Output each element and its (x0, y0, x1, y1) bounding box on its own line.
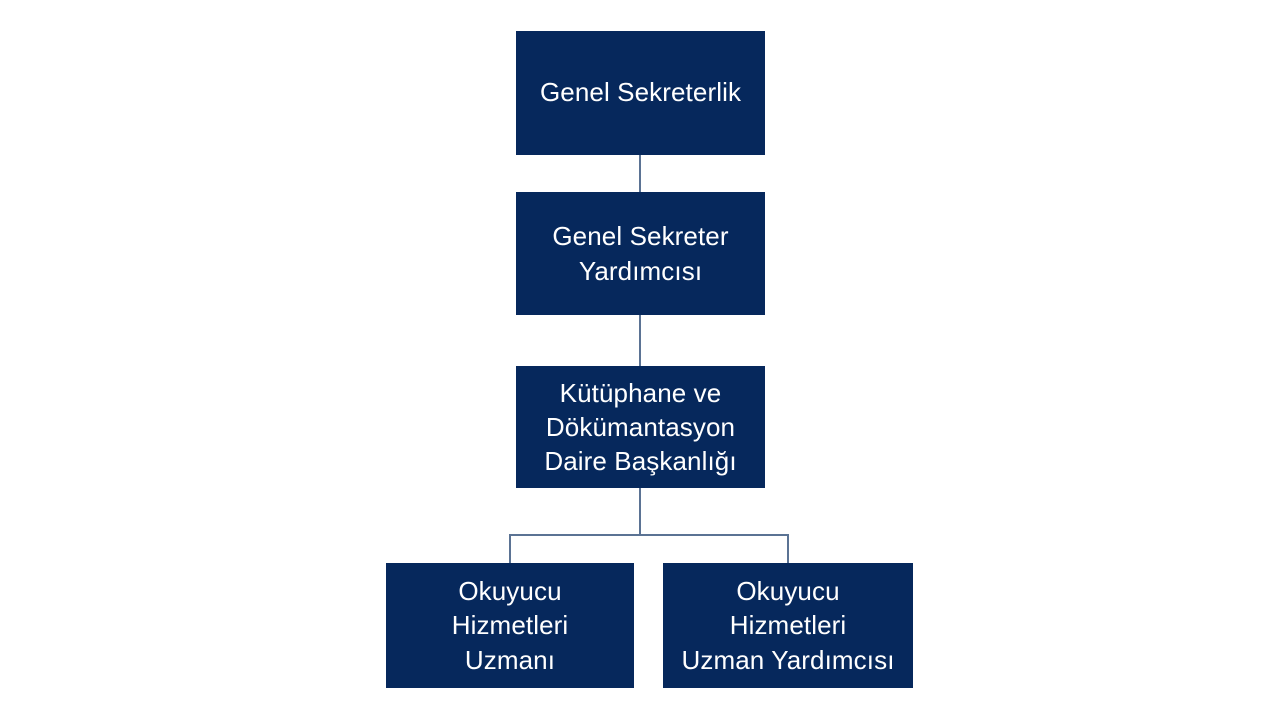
node-label-genel-sekreter-yardimcisi: Genel Sekreter Yardımcısı (552, 221, 729, 286)
node-label-genel-sekreterlik: Genel Sekreterlik (539, 77, 742, 108)
connector-genel-sekreter-yardimcisi-to-kutuphane-daire-baskanligi (639, 315, 641, 366)
node-label-okuyucu-hizmetleri-uzman-yardimcisi: Okuyucu Hizmetleri Uzman Yardımcısı (681, 576, 895, 675)
node-kutuphane-daire-baskanligi[interactable]: Kütüphane ve Dökümantasyon Daire Başkanl… (516, 366, 765, 488)
node-label-kutuphane-daire-baskanligi: Kütüphane ve Dökümantasyon Daire Başkanl… (544, 377, 737, 477)
connector-bus-to-okuyucu-hizmetleri-uzmani (509, 534, 511, 563)
connector-kutuphane-daire-baskanligi-stem (639, 488, 641, 536)
node-okuyucu-hizmetleri-uzmani[interactable]: Okuyucu Hizmetleri Uzmanı (386, 563, 634, 688)
connector-bus-to-okuyucu-hizmetleri-uzman-yardimcisi (787, 534, 789, 563)
node-genel-sekreter-yardimcisi[interactable]: Genel Sekreter Yardımcısı (516, 192, 765, 315)
connector-horizontal-bus (509, 534, 789, 536)
connector-genel-sekreterlik-to-genel-sekreter-yardimcisi (639, 155, 641, 192)
node-okuyucu-hizmetleri-uzman-yardimcisi[interactable]: Okuyucu Hizmetleri Uzman Yardımcısı (663, 563, 913, 688)
node-label-okuyucu-hizmetleri-uzmani: Okuyucu Hizmetleri Uzmanı (451, 576, 569, 675)
node-genel-sekreterlik[interactable]: Genel Sekreterlik (516, 31, 765, 155)
